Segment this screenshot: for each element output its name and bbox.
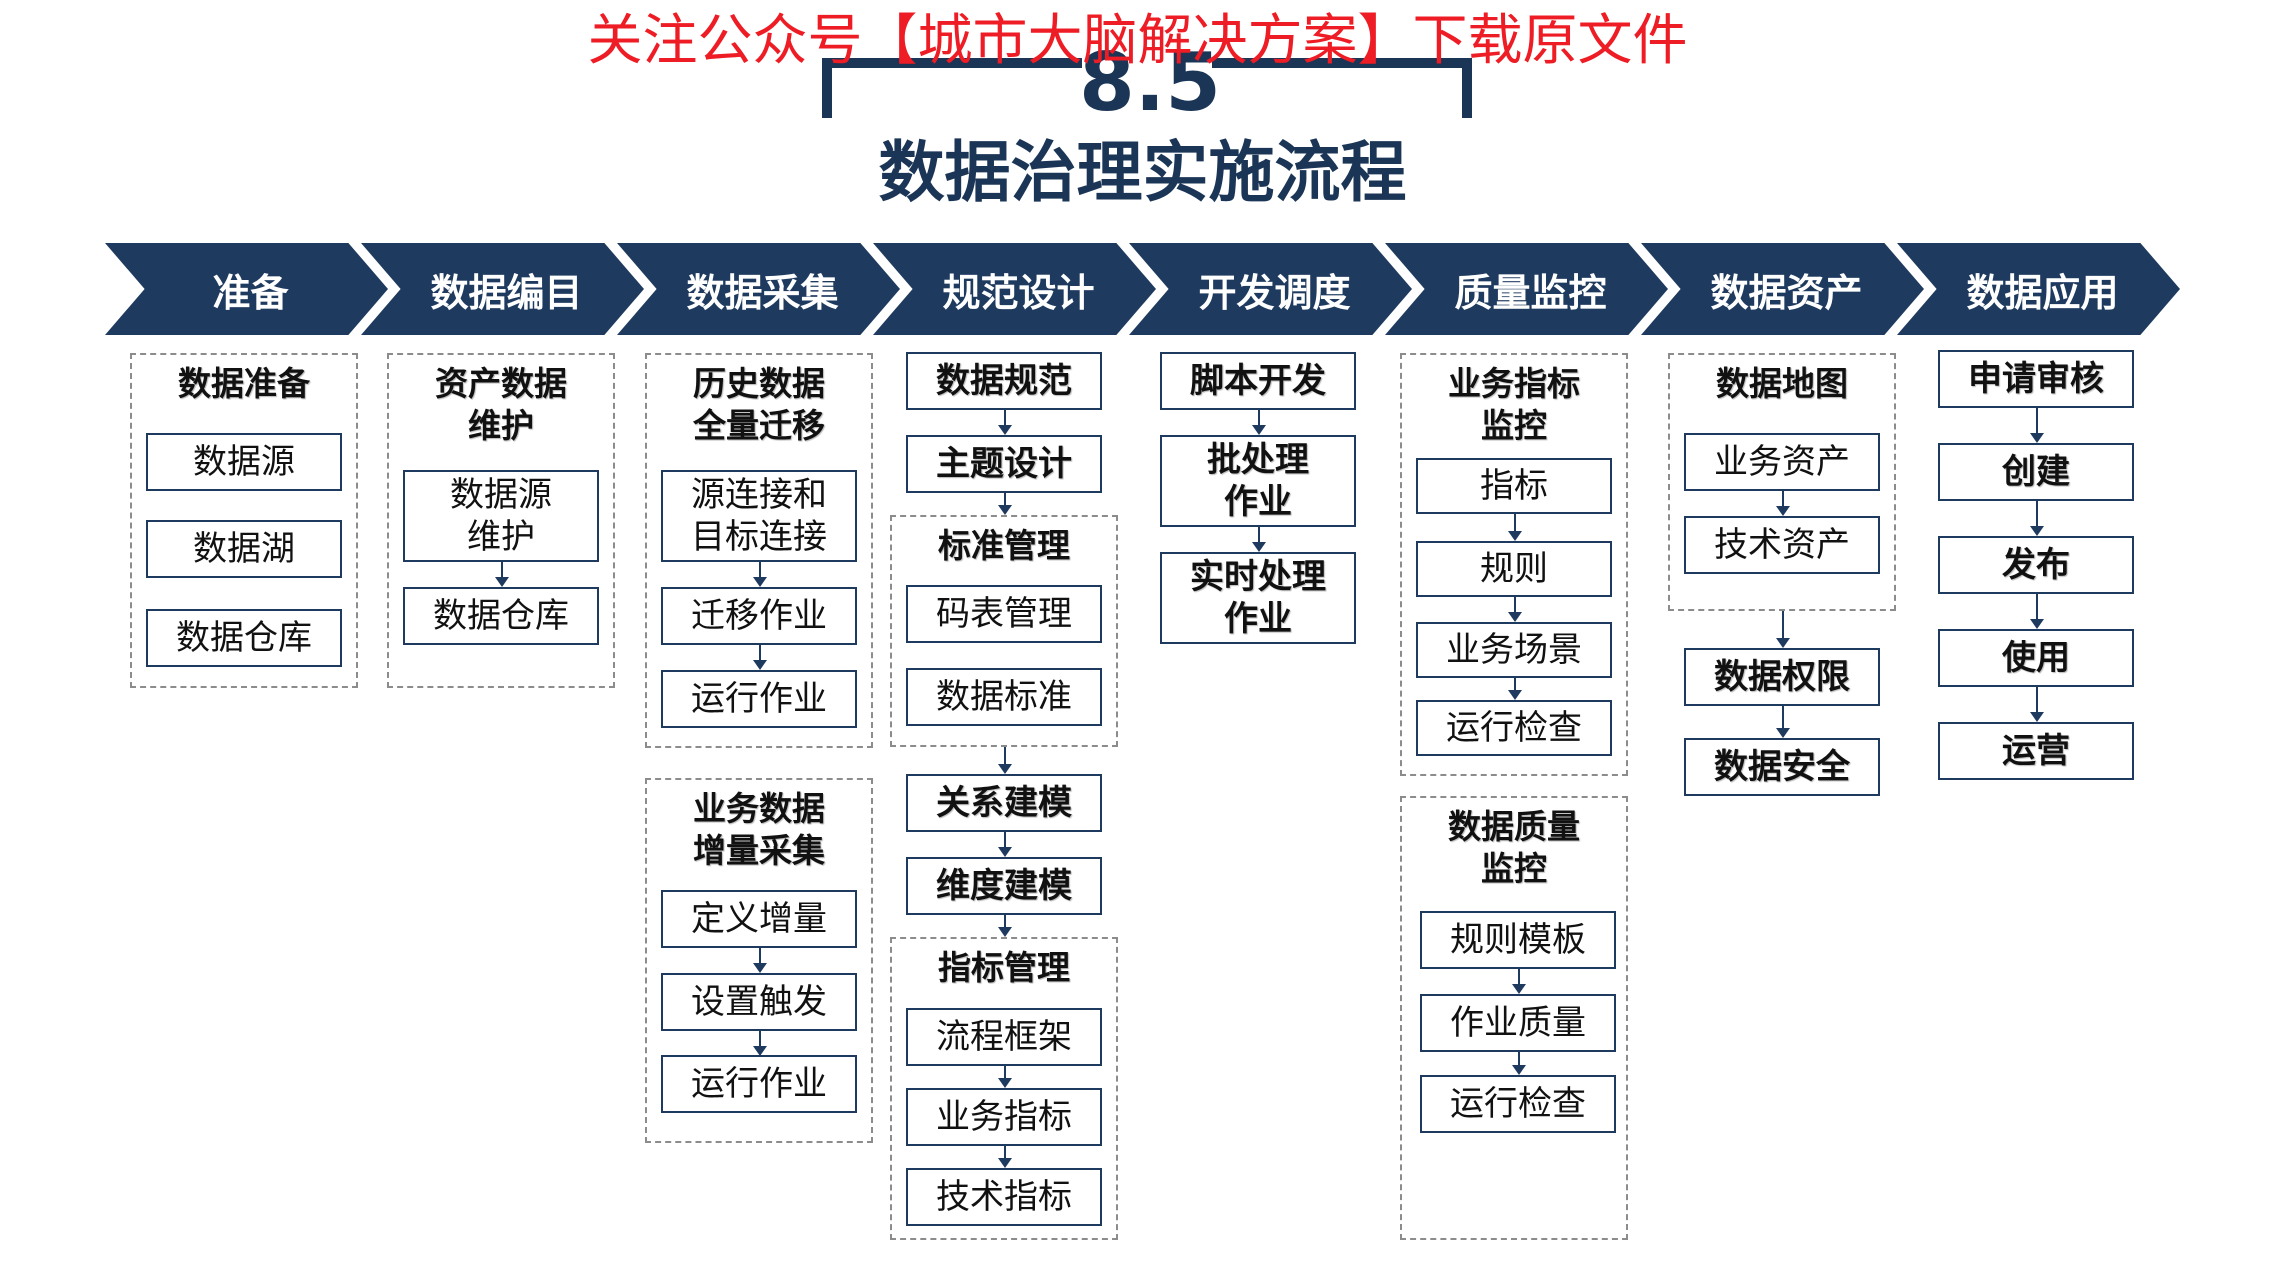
step-box: 码表管理 [906, 585, 1102, 643]
flow-arrow [1252, 410, 1266, 435]
group-title: 数据地图 [1716, 364, 1848, 403]
step-box: 数据源 维护 [403, 470, 599, 562]
flow-arrow [2030, 594, 2044, 629]
flow-arrow [1508, 514, 1522, 541]
flow-arrow [495, 562, 509, 587]
section-number: 8.5 [1079, 36, 1221, 129]
stage-chevron: 质量监控 [1385, 243, 1668, 335]
group-title: 历史数据 全量迁移 [693, 364, 825, 445]
step-box: 运营 [1938, 722, 2134, 780]
flow-arrow [1252, 527, 1266, 552]
group-standards: 标准管理 [890, 515, 1118, 747]
group-title: 业务指标 监控 [1448, 364, 1580, 445]
flow-arrow [1776, 491, 1790, 516]
step-box: 作业质量 [1420, 994, 1616, 1052]
flow-arrow [998, 747, 1012, 774]
watermark-text: 关注公众号【城市大脑解决方案】下载原文件 [587, 8, 1688, 72]
stage-chevron: 数据采集 [617, 243, 900, 335]
step-box: 使用 [1938, 629, 2134, 687]
step-box: 数据标准 [906, 668, 1102, 726]
step-box: 指标 [1416, 458, 1612, 514]
group-title: 指标管理 [938, 948, 1070, 987]
step-box: 数据仓库 [146, 609, 342, 667]
step-box: 运行作业 [661, 1055, 857, 1113]
flow-arrow [998, 1066, 1012, 1088]
stage-chevron: 数据资产 [1641, 243, 1924, 335]
flow-arrow [753, 645, 767, 670]
step-box: 源连接和 目标连接 [661, 470, 857, 562]
stage-chevron: 数据应用 [1897, 243, 2180, 335]
step-box: 业务场景 [1416, 622, 1612, 678]
stage-chevron: 数据编目 [361, 243, 644, 335]
flow-arrow [998, 410, 1012, 435]
title-bracket [822, 58, 1472, 118]
group-title: 标准管理 [938, 526, 1070, 565]
group-data-prep: 数据准备 [130, 353, 358, 688]
flow-arrow [1512, 969, 1526, 994]
step-box: 主题设计 [906, 435, 1102, 493]
flow-arrow [1776, 611, 1790, 648]
step-box: 数据规范 [906, 352, 1102, 410]
flow-arrow [998, 1146, 1012, 1168]
step-box: 业务指标 [906, 1088, 1102, 1146]
flow-arrow [1508, 597, 1522, 622]
step-box: 定义增量 [661, 890, 857, 948]
flow-arrow [998, 832, 1012, 857]
step-box: 脚本开发 [1160, 352, 1356, 410]
step-box: 运行检查 [1420, 1075, 1616, 1133]
step-box: 技术资产 [1684, 516, 1880, 574]
step-box: 技术指标 [906, 1168, 1102, 1226]
step-box: 批处理 作业 [1160, 435, 1356, 527]
flow-arrow [2030, 687, 2044, 722]
group-data-map: 数据地图 [1668, 353, 1896, 611]
step-box: 数据权限 [1684, 648, 1880, 706]
flow-arrow [1776, 706, 1790, 738]
step-box: 实时处理 作业 [1160, 552, 1356, 644]
flow-arrow [753, 562, 767, 587]
step-box: 运行作业 [661, 670, 857, 728]
group-data-quality-monitoring: 数据质量 监控 [1400, 796, 1628, 1240]
page-title: 数据治理实施流程 [878, 134, 1407, 211]
flow-arrow [998, 915, 1012, 937]
step-box: 维度建模 [906, 857, 1102, 915]
flow-arrow [998, 493, 1012, 515]
step-box: 设置触发 [661, 973, 857, 1031]
step-box: 数据湖 [146, 520, 342, 578]
group-title: 数据准备 [178, 364, 310, 403]
flow-arrow [1508, 678, 1522, 700]
step-box: 创建 [1938, 443, 2134, 501]
step-box: 发布 [1938, 536, 2134, 594]
group-metrics-management: 指标管理 [890, 937, 1118, 1240]
step-box: 规则模板 [1420, 911, 1616, 969]
flow-arrow [1512, 1052, 1526, 1075]
group-incremental-collection: 业务数据 增量采集 [645, 778, 873, 1143]
step-box: 迁移作业 [661, 587, 857, 645]
step-box: 运行检查 [1416, 700, 1612, 756]
flow-arrow [2030, 408, 2044, 443]
group-business-metrics-monitoring: 业务指标 监控 [1400, 353, 1628, 776]
step-box: 数据安全 [1684, 738, 1880, 796]
stage-chevron: 规范设计 [873, 243, 1156, 335]
step-box: 申请审核 [1938, 350, 2134, 408]
group-title: 资产数据 维护 [435, 364, 567, 445]
step-box: 规则 [1416, 541, 1612, 597]
flow-arrow [2030, 501, 2044, 536]
step-box: 数据仓库 [403, 587, 599, 645]
step-box: 业务资产 [1684, 433, 1880, 491]
flow-arrow [753, 948, 767, 973]
group-asset-maintenance: 资产数据 维护 [387, 353, 615, 688]
flow-arrow [753, 1031, 767, 1056]
group-title: 数据质量 监控 [1448, 807, 1580, 888]
group-history-migration: 历史数据 全量迁移 [645, 353, 873, 748]
group-title: 业务数据 增量采集 [693, 789, 825, 870]
stage-chevron: 开发调度 [1129, 243, 1412, 335]
stage-chevron: 准备 [105, 243, 388, 335]
step-box: 数据源 [146, 433, 342, 491]
step-box: 关系建模 [906, 774, 1102, 832]
step-box: 流程框架 [906, 1008, 1102, 1066]
